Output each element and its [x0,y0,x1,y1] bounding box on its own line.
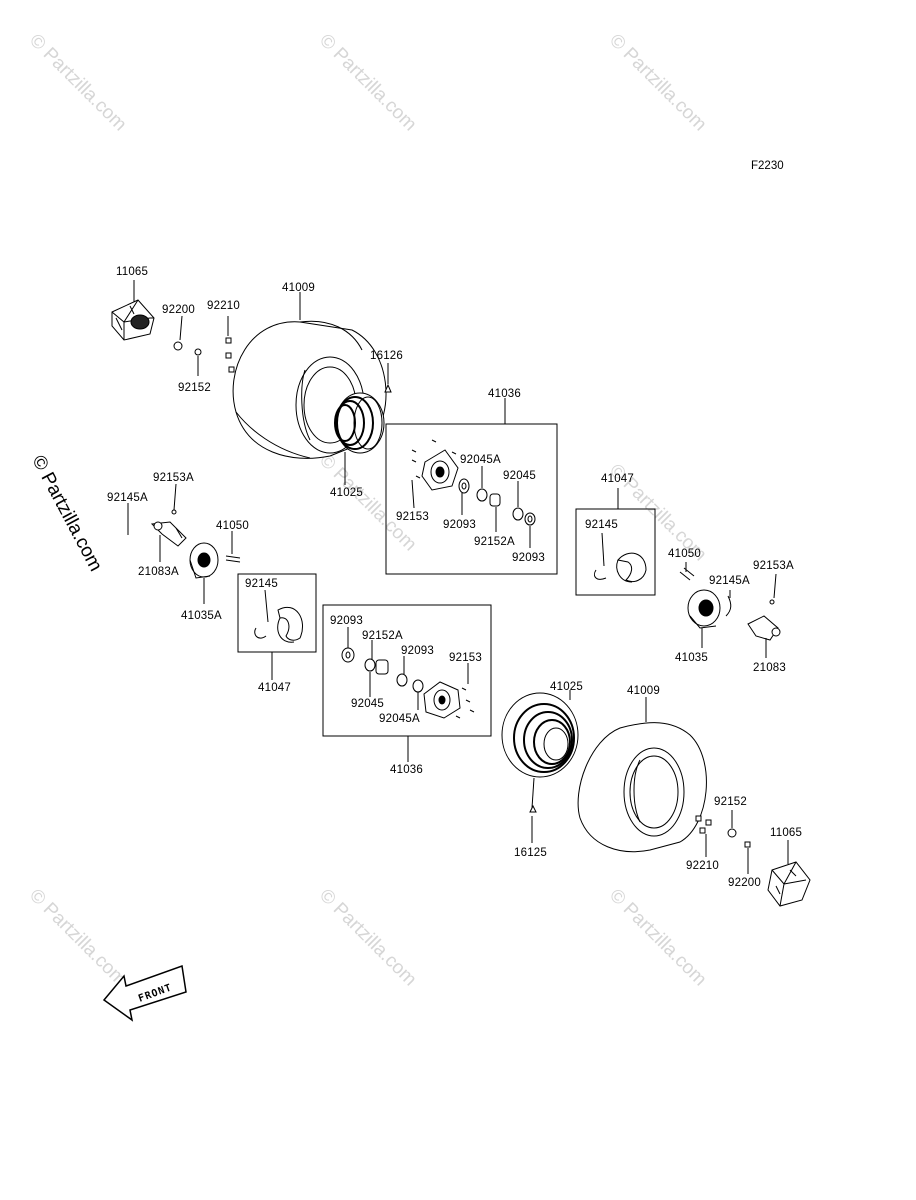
part-label-92045: 92045 [351,698,384,710]
part-label-92153A: 92153A [153,472,194,484]
brake-shoe-icon [593,552,647,583]
hub-icon [423,681,475,719]
part-label-92145: 92145 [585,519,618,531]
part-label-41035: 41035 [675,652,708,664]
part-label-92200: 92200 [162,304,195,316]
part-label-41047: 41047 [258,682,291,694]
hub-icon [411,439,459,491]
part-label-41050: 41050 [216,520,249,532]
brake-panel-icon [687,589,721,629]
part-label-92210: 92210 [686,860,719,872]
cap-nut-icon [767,861,811,907]
leader-line [411,479,415,509]
washer-icon [194,348,202,356]
nut-icon [173,341,183,351]
part-label-21083: 21083 [753,662,786,674]
figure-code: F2230 [751,160,784,172]
valve-icon [529,804,537,813]
washer-icon [727,828,737,838]
part-label-41036: 41036 [390,764,423,776]
brake-shoe-box [237,573,317,653]
part-label-92045: 92045 [503,470,536,482]
hub-kit-box [385,423,558,575]
wheel-rim-icon [501,692,579,778]
part-label-92145: 92145 [245,578,278,590]
part-label-41035A: 41035A [181,610,222,622]
leader-line [264,589,269,623]
front-arrow-icon [102,964,187,1022]
brake-shoe-box [575,508,656,596]
pin-icon [171,509,177,515]
nut-set-icon [695,815,712,834]
leader-line [173,483,177,511]
part-label-92200: 92200 [728,877,761,889]
part-label-92093: 92093 [443,519,476,531]
valve-icon [384,383,392,393]
brake-shoe-icon [254,607,303,643]
part-label-92093: 92093 [330,615,363,627]
part-label-92210: 92210 [207,300,240,312]
part-label-92153A: 92153A [753,560,794,572]
part-label-41009: 41009 [282,282,315,294]
tire-icon [577,722,707,853]
hub-kit-box [322,604,492,737]
part-label-92145A: 92145A [107,492,148,504]
wheel-rim-icon [334,392,385,454]
part-label-11065: 11065 [116,266,149,278]
bearing-icon [341,647,424,693]
part-label-41009: 41009 [627,685,660,697]
part-label-41025: 41025 [550,681,583,693]
part-label-11065: 11065 [770,827,803,839]
part-label-41036: 41036 [488,388,521,400]
nut-icon [744,841,751,848]
nut-set-icon [225,337,235,373]
part-label-16126: 16126 [370,350,403,362]
part-label-92152A: 92152A [362,630,403,642]
knuckle-icon [150,521,187,547]
part-label-92093: 92093 [401,645,434,657]
part-label-92153: 92153 [449,652,482,664]
part-label-92093: 92093 [512,552,545,564]
leader-line [773,573,777,599]
bearing-icon [458,478,536,526]
leader-line [601,532,605,567]
leader-line [531,777,535,809]
knuckle-icon [747,615,781,641]
part-label-92152: 92152 [714,796,747,808]
part-label-41047: 41047 [601,473,634,485]
part-label-92152A: 92152A [474,536,515,548]
part-label-41025: 41025 [330,487,363,499]
part-label-92152: 92152 [178,382,211,394]
part-label-92045A: 92045A [460,454,501,466]
cap-nut-icon [111,299,155,341]
cam-icon [225,555,241,563]
cam-icon [679,567,695,581]
pin-icon [769,599,775,605]
leader-line [179,315,183,341]
part-label-41050: 41050 [668,548,701,560]
part-label-16125: 16125 [514,847,547,859]
brake-panel-icon [189,542,219,579]
part-label-21083A: 21083A [138,566,179,578]
cotter-pin-icon [725,595,732,617]
part-label-92045A: 92045A [379,713,420,725]
part-label-92153: 92153 [396,511,429,523]
part-label-92145A: 92145A [709,575,750,587]
